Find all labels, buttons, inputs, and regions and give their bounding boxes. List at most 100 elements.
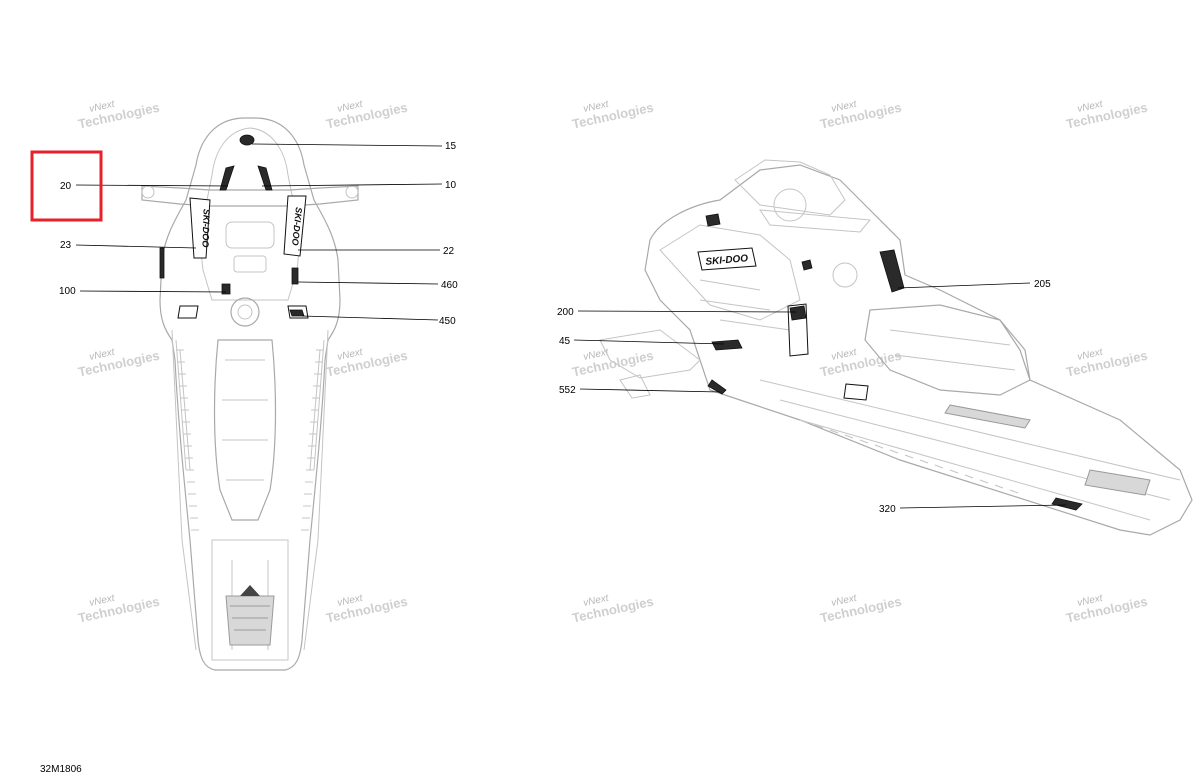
rear-flap-grid [230, 605, 270, 631]
console [233, 255, 267, 273]
diagram-code: 32M1806 [40, 764, 82, 775]
seat [213, 339, 277, 521]
callout-100[interactable]: 100 [59, 286, 76, 297]
watermark: vNext Technologies [1065, 99, 1149, 132]
iso-handlebar [759, 209, 871, 233]
watermark-line1: vNext [830, 347, 858, 363]
running-board-lines [171, 329, 329, 651]
iso-tunnel-lines [759, 379, 1181, 521]
hood-outline [159, 117, 341, 671]
watermark-line1: vNext [1076, 347, 1104, 363]
gauge-pod [225, 221, 275, 249]
watermark-line1: vNext [336, 99, 364, 115]
watermark-layer: vNext Technologies vNext Technologies vN… [77, 99, 1149, 626]
watermark-line1: vNext [1076, 99, 1104, 115]
iso-ski-tip [619, 374, 651, 399]
callout-460[interactable]: 460 [441, 280, 458, 291]
leader-460 [297, 281, 439, 285]
watermark: vNext Technologies [819, 593, 903, 626]
highlight-box [30, 150, 103, 222]
decal-320 [1051, 497, 1083, 511]
rear-arrow-decal [240, 585, 260, 596]
leader-20 [75, 184, 229, 187]
decal-23 [189, 197, 211, 259]
iso-track-lugs [799, 419, 1019, 494]
iso-rear-flap [1084, 469, 1151, 496]
watermark-line1: vNext [1076, 593, 1104, 609]
decal-22-text: SKI-DOO [290, 207, 304, 246]
callout-320[interactable]: 320 [879, 504, 896, 515]
handlebar [141, 185, 359, 207]
decal-22 [283, 195, 307, 257]
callout-45[interactable]: 45 [559, 336, 571, 347]
iso-windshield [734, 159, 846, 216]
watermark-line1: vNext [582, 347, 610, 363]
watermark-line1: vNext [336, 593, 364, 609]
hood-inner [201, 127, 299, 301]
watermark: vNext Technologies [325, 593, 409, 626]
watermark: vNext Technologies [819, 347, 903, 380]
iso-hood-lines [699, 279, 791, 331]
watermark: vNext Technologies [325, 99, 409, 132]
iso-seat-lines [889, 329, 1016, 371]
seat-lines [222, 359, 268, 481]
right-track-lugs [301, 349, 324, 531]
decal-552 [707, 379, 727, 395]
leader-320 [899, 504, 1067, 509]
iso-fuel-cap [832, 262, 858, 288]
decal-23-stripe [159, 247, 165, 279]
iso-ski [599, 329, 701, 379]
decal-460 [291, 267, 299, 285]
watermark-line1: vNext [830, 99, 858, 115]
watermark-line1: vNext [88, 593, 116, 609]
watermark: vNext Technologies [571, 347, 655, 380]
watermark: vNext Technologies [77, 593, 161, 626]
leader-205 [897, 282, 1031, 289]
watermark: vNext Technologies [1065, 593, 1149, 626]
decal-iso-front [705, 213, 721, 227]
watermark: vNext Technologies [325, 347, 409, 380]
decal-23-text: SKI-DOO [200, 209, 211, 248]
rear-flap [225, 595, 275, 646]
snowmobile-top-view: SKI-DOO SKI-DOO [141, 117, 359, 671]
callout-labels: 15 10 20 23 22 100 460 450 205 200 45 55… [59, 141, 1051, 515]
decal-iso-small [801, 259, 813, 271]
callout-450[interactable]: 450 [439, 316, 456, 327]
watermark: vNext Technologies [571, 99, 655, 132]
decal-side-left [177, 305, 199, 319]
leader-45 [573, 339, 725, 345]
watermark: vNext Technologies [77, 347, 161, 380]
tunnel [211, 539, 289, 661]
callout-22[interactable]: 22 [443, 246, 455, 257]
callout-10[interactable]: 10 [445, 180, 457, 191]
fuel-cap-inner [237, 304, 253, 320]
left-grip [141, 185, 155, 199]
callout-15[interactable]: 15 [445, 141, 457, 152]
callout-552[interactable]: 552 [559, 385, 576, 396]
right-grip [345, 185, 359, 199]
decal-200-fill [789, 305, 807, 321]
fuel-cap [230, 297, 260, 327]
decal-205 [879, 249, 905, 293]
snowmobile-iso-view: SKI-DOO [599, 159, 1193, 536]
iso-gauge [773, 188, 807, 222]
decal-100 [221, 283, 231, 295]
decal-iso-brand [697, 247, 757, 271]
track-lugs [175, 339, 325, 471]
watermark: vNext Technologies [819, 99, 903, 132]
callout-205[interactable]: 205 [1034, 279, 1051, 290]
watermark-line1: vNext [582, 99, 610, 115]
iso-hood-panel [659, 224, 801, 321]
callout-20[interactable]: 20 [60, 181, 72, 192]
leader-552 [579, 388, 721, 393]
iso-seat [864, 304, 1031, 396]
leader-450 [301, 315, 439, 321]
callout-200[interactable]: 200 [557, 307, 574, 318]
leader-100 [79, 290, 227, 293]
callout-23[interactable]: 23 [60, 240, 72, 251]
watermark-line1: vNext [88, 99, 116, 115]
watermark: vNext Technologies [1065, 347, 1149, 380]
watermark-line1: vNext [88, 347, 116, 363]
iso-body-outline [644, 164, 1193, 536]
